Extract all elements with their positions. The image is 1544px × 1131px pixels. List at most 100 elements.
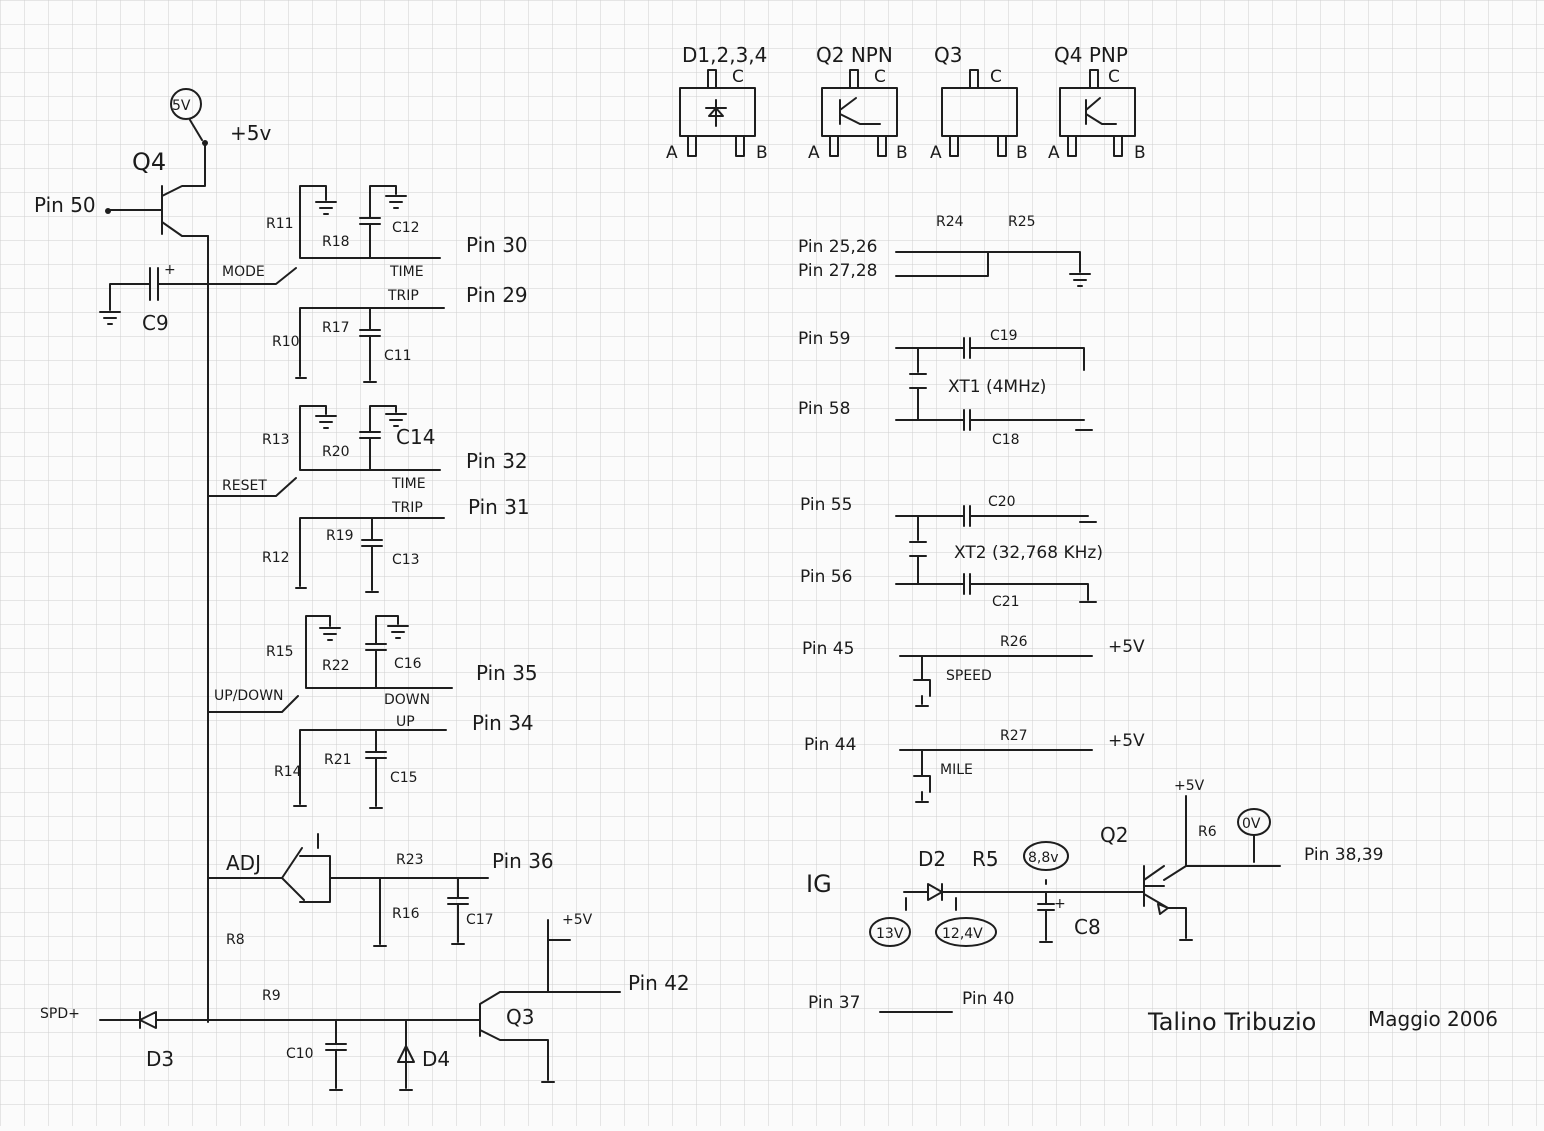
q4-pin-c: C bbox=[1108, 67, 1120, 87]
r8-label: R8 bbox=[226, 932, 245, 948]
pin-35-label: Pin 35 bbox=[476, 661, 538, 685]
q2-pin-b: B bbox=[896, 143, 908, 163]
q2-pin-c: C bbox=[874, 67, 886, 87]
q3-label: Q3 bbox=[506, 1005, 534, 1029]
pin-59-label: Pin 59 bbox=[798, 329, 850, 349]
pin-40-label: Pin 40 bbox=[962, 989, 1014, 1009]
speed-label: SPEED bbox=[946, 668, 992, 684]
supply-label: +5v bbox=[230, 121, 271, 145]
updown-switch-label: UP/DOWN bbox=[214, 688, 284, 704]
c15-label: C15 bbox=[390, 770, 418, 786]
left-circuit: 5V +5v Q4 Pin 50 + C9 R11 C12 R18 Pin 30… bbox=[34, 88, 690, 1091]
pin-45-label: Pin 45 bbox=[802, 639, 854, 659]
pin-36-label: Pin 36 bbox=[492, 849, 554, 873]
r11-label: R11 bbox=[266, 216, 294, 232]
q3-pin-a: A bbox=[930, 143, 942, 163]
pin-44-label: Pin 44 bbox=[804, 735, 856, 755]
c17-label: C17 bbox=[466, 912, 494, 928]
c12-label: C12 bbox=[392, 220, 420, 236]
r26-label: R26 bbox=[1000, 634, 1028, 650]
q3-package-title: Q3 bbox=[934, 43, 962, 67]
r22-label: R22 bbox=[322, 658, 350, 674]
pin-25-26-label: Pin 25,26 bbox=[798, 237, 877, 257]
pin-38-39-label: Pin 38,39 bbox=[1304, 845, 1383, 865]
c10-label: C10 bbox=[286, 1046, 314, 1062]
c14-label: C14 bbox=[396, 425, 435, 449]
d3-label: D3 bbox=[146, 1047, 174, 1071]
r15-label: R15 bbox=[266, 644, 294, 660]
supply-voltage-marker: 5V bbox=[172, 98, 191, 114]
q2-package-title: Q2 NPN bbox=[816, 43, 893, 67]
time-label-2: TIME bbox=[391, 476, 426, 492]
q4-pin-a: A bbox=[1048, 143, 1060, 163]
twelve-four-volt-marker: 12,4V bbox=[942, 926, 983, 942]
r10-label: R10 bbox=[272, 334, 300, 350]
pin-32-label: Pin 32 bbox=[466, 449, 528, 473]
c18-label: C18 bbox=[992, 432, 1020, 448]
r17-label: R17 bbox=[322, 320, 350, 336]
trip-label-2: TRIP bbox=[391, 500, 423, 516]
r24-label: R24 bbox=[936, 214, 964, 230]
pin-50-label: Pin 50 bbox=[34, 193, 96, 217]
c19-label: C19 bbox=[990, 328, 1018, 344]
q4-label: Q4 bbox=[132, 148, 166, 176]
pin-31-label: Pin 31 bbox=[468, 495, 530, 519]
date-label: Maggio 2006 bbox=[1368, 1007, 1498, 1031]
time-label-1: TIME bbox=[389, 264, 424, 280]
mode-switch-label: MODE bbox=[222, 264, 265, 280]
package-diagrams: D1,2,3,4 C A B Q2 NPN C A B Q3 C A B Q4 … bbox=[666, 43, 1146, 163]
r19-label: R19 bbox=[326, 528, 354, 544]
package-q2: Q2 NPN C A B bbox=[808, 43, 908, 163]
r25-label: R25 bbox=[1008, 214, 1036, 230]
q2-label: Q2 bbox=[1100, 823, 1128, 847]
pin-30-label: Pin 30 bbox=[466, 233, 528, 257]
r18-label: R18 bbox=[322, 234, 350, 250]
c9-plus: + bbox=[164, 262, 176, 278]
q2-pin-a: A bbox=[808, 143, 820, 163]
c21-label: C21 bbox=[992, 594, 1020, 610]
pin-34-label: Pin 34 bbox=[472, 711, 534, 735]
r27-label: R27 bbox=[1000, 728, 1028, 744]
c8-plus: + bbox=[1054, 896, 1066, 912]
thirteen-volt-marker: 13V bbox=[876, 926, 904, 942]
r14-label: R14 bbox=[274, 764, 302, 780]
r9-label: R9 bbox=[262, 988, 281, 1004]
plus5v-label-2: +5V bbox=[1108, 731, 1145, 751]
d4-label: D4 bbox=[422, 1047, 450, 1071]
r23-label: R23 bbox=[396, 852, 424, 868]
zero-volt-marker: 0V bbox=[1242, 816, 1261, 832]
r12-label: R12 bbox=[262, 550, 290, 566]
pin-29-label: Pin 29 bbox=[466, 283, 528, 307]
diode-pin-b: B bbox=[756, 143, 768, 163]
pin-58-label: Pin 58 bbox=[798, 399, 850, 419]
diode-package-title: D1,2,3,4 bbox=[682, 43, 767, 67]
package-q3: Q3 C A B bbox=[930, 43, 1028, 163]
r13-label: R13 bbox=[262, 432, 290, 448]
diode-pin-a: A bbox=[666, 143, 678, 163]
pin-37-label: Pin 37 bbox=[808, 993, 860, 1013]
right-circuit: R24 R25 Pin 25,26 Pin 27,28 Pin 59 C19 X… bbox=[798, 214, 1498, 1036]
trip-label-1: TRIP bbox=[387, 288, 419, 304]
spd-label: SPD+ bbox=[40, 1006, 80, 1022]
q3-supply-label: +5V bbox=[562, 912, 593, 928]
c20-label: C20 bbox=[988, 494, 1016, 510]
d2-label: D2 bbox=[918, 847, 946, 871]
adj-switch-label: ADJ bbox=[226, 851, 261, 875]
pin-56-label: Pin 56 bbox=[800, 567, 852, 587]
q3-pin-b: B bbox=[1016, 143, 1028, 163]
r21-label: R21 bbox=[324, 752, 352, 768]
c11-label: C11 bbox=[384, 348, 412, 364]
c8-label: C8 bbox=[1074, 915, 1101, 939]
q2-supply-label: +5V bbox=[1174, 778, 1205, 794]
pin-55-label: Pin 55 bbox=[800, 495, 852, 515]
r20-label: R20 bbox=[322, 444, 350, 460]
xt2-label: XT2 (32,768 KHz) bbox=[954, 543, 1103, 563]
q3-pin-c: C bbox=[990, 67, 1002, 87]
r5-label: R5 bbox=[972, 847, 999, 871]
q4-pin-b: B bbox=[1134, 143, 1146, 163]
author-signature: Talino Tribuzio bbox=[1147, 1008, 1316, 1036]
q4-package-title: Q4 PNP bbox=[1054, 43, 1128, 67]
